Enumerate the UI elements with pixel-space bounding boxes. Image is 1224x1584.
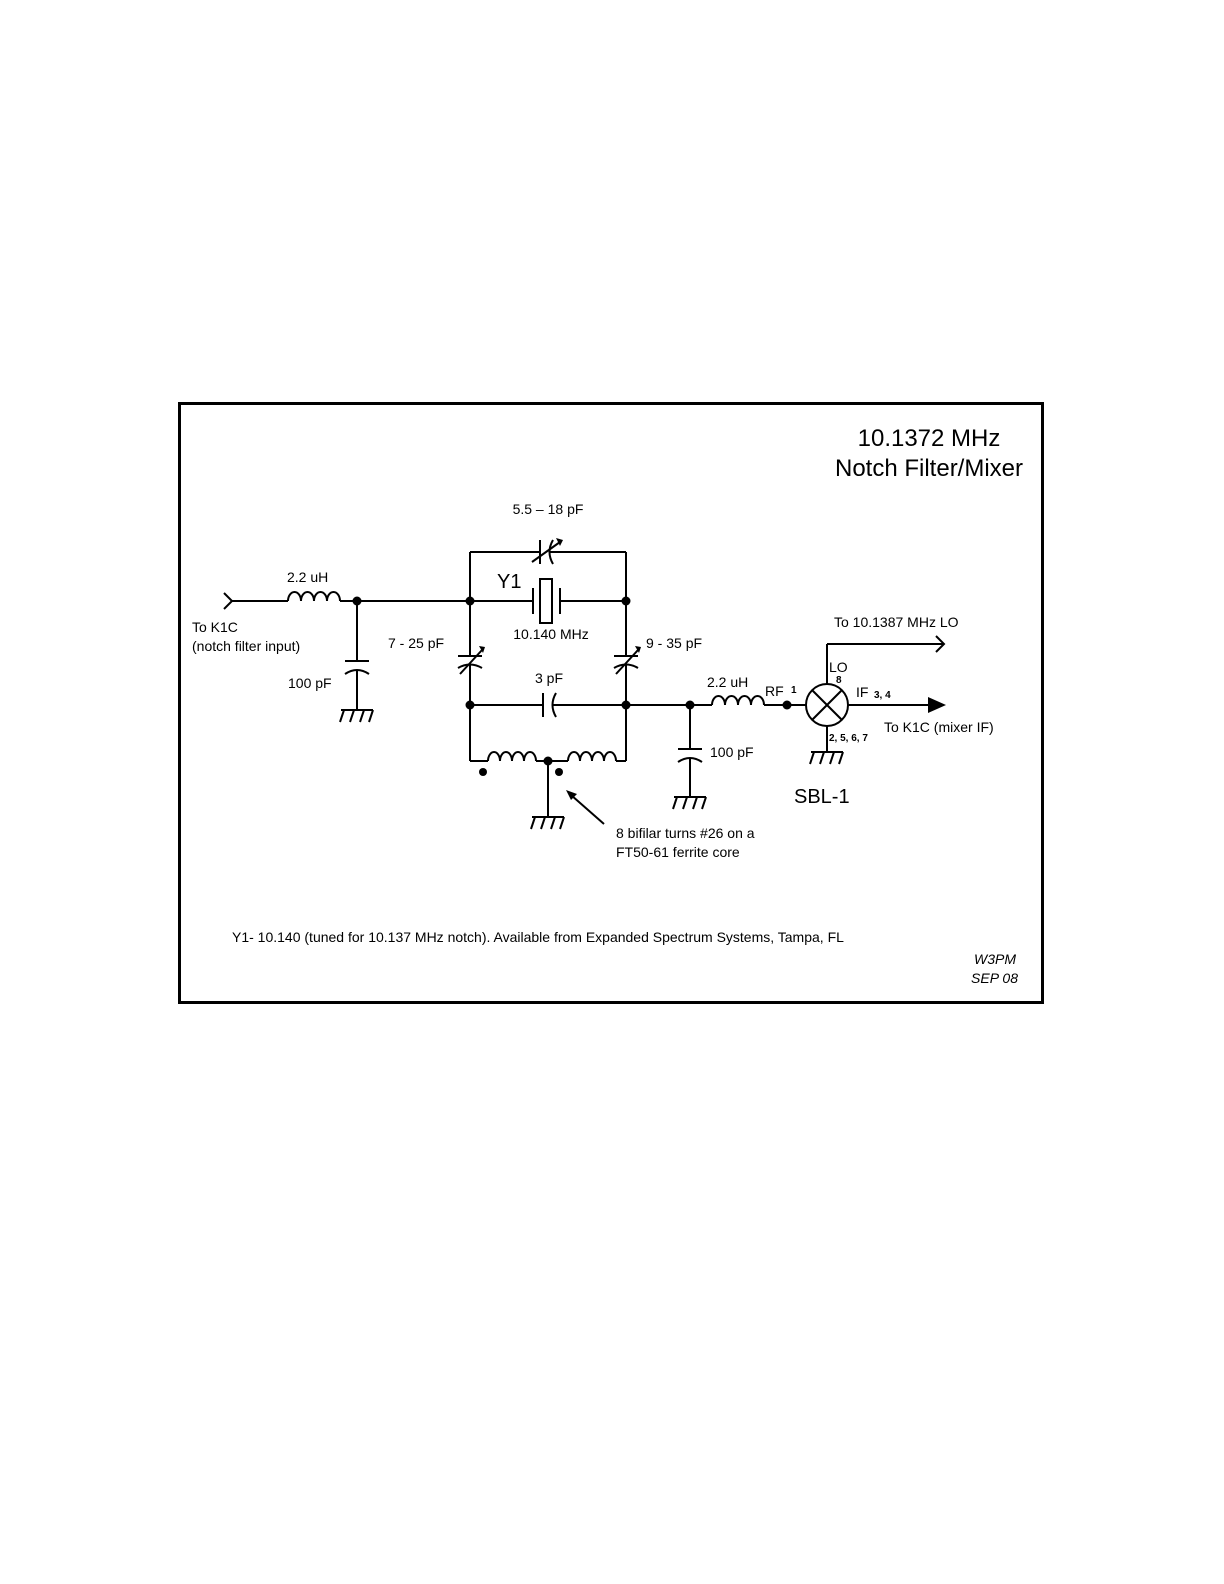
label-lo-pin: 8 [836, 675, 842, 686]
label-input-capacitor: 100 pF [288, 675, 332, 691]
ground-icon [359, 709, 365, 723]
ground-icon [809, 751, 815, 765]
label-output-capacitor: 100 pF [710, 744, 754, 760]
bifilar-winding-left [487, 751, 537, 762]
trimmer-top-arrow [531, 541, 561, 563]
toroid-note-arrowhead [566, 790, 577, 800]
date: SEP 08 [971, 970, 1018, 986]
phase-dot [555, 768, 563, 776]
if-output-arrow-icon [928, 697, 946, 713]
label-if-dest: To K1C (mixer IF) [884, 719, 994, 735]
label-rf-port: RF [765, 683, 784, 699]
ground-icon [838, 751, 844, 765]
lo-connector [935, 635, 946, 653]
author: W3PM [974, 951, 1016, 967]
label-input-to-line2: (notch filter input) [192, 638, 300, 654]
ground-icon [829, 751, 835, 765]
label-if-port: IF [856, 684, 868, 700]
ground-icon [368, 709, 374, 723]
schematic-frame [178, 402, 1044, 1004]
ground-icon [692, 796, 698, 810]
label-mixer-part: SBL-1 [794, 786, 850, 808]
ground-icon [672, 796, 678, 810]
ground-icon [550, 816, 556, 830]
inductor-input-2.2uh [287, 591, 341, 602]
crystal-y1-body [539, 578, 553, 624]
label-cap-3pf: 3 pF [535, 670, 563, 686]
title-line1: 10.1372 MHz [858, 425, 1001, 452]
ground-icon [530, 816, 536, 830]
ground-icon [540, 816, 546, 830]
label-lo-source: To 10.1387 MHz LO [834, 614, 959, 630]
label-input-inductor: 2.2 uH [287, 569, 328, 585]
inductor-output-2.2uh [711, 695, 765, 706]
ground-icon [682, 796, 688, 810]
toroid-note-arrow [570, 794, 605, 825]
input-connector [223, 592, 234, 610]
mixer-cross [811, 689, 843, 721]
trimmer-left-arrowhead [479, 646, 485, 653]
trimmer-left-arrow [459, 649, 483, 675]
footnote: Y1- 10.140 (tuned for 10.137 MHz notch).… [232, 929, 844, 945]
bifilar-winding-right [567, 751, 617, 762]
label-trimmer-left: 7 - 25 pF [388, 635, 444, 651]
ground-icon [339, 709, 345, 723]
rf-port-dot [782, 700, 792, 710]
title-line2: Notch Filter/Mixer [835, 455, 1023, 482]
ground-icon [819, 751, 825, 765]
phase-dot [479, 768, 487, 776]
label-toroid-line2: FT50-61 ferrite core [616, 844, 740, 860]
ground-icon [349, 709, 355, 723]
trimmer-top-arrowhead [556, 538, 563, 546]
trimmer-right-arrowhead [635, 646, 641, 653]
trimmer-right-arrow [615, 649, 639, 675]
label-output-inductor: 2.2 uH [707, 674, 748, 690]
label-trimmer-top: 5.5 – 18 pF [513, 501, 584, 517]
label-if-pins: 3, 4 [874, 690, 891, 701]
label-input-to-line1: To K1C [192, 619, 238, 635]
label-gnd-pins: 2, 5, 6, 7 [829, 733, 868, 744]
trimmer-top-plate-curve [548, 539, 554, 565]
label-trimmer-right: 9 - 35 pF [646, 635, 702, 651]
ground-icon [559, 816, 565, 830]
label-toroid-line1: 8 bifilar turns #26 on a [616, 825, 755, 841]
label-rf-pin: 1 [791, 685, 797, 696]
ground-icon [701, 796, 707, 810]
label-lo-port: LO [829, 659, 848, 675]
label-crystal-ref: Y1 [497, 571, 521, 593]
label-crystal-freq: 10.140 MHz [513, 626, 588, 642]
